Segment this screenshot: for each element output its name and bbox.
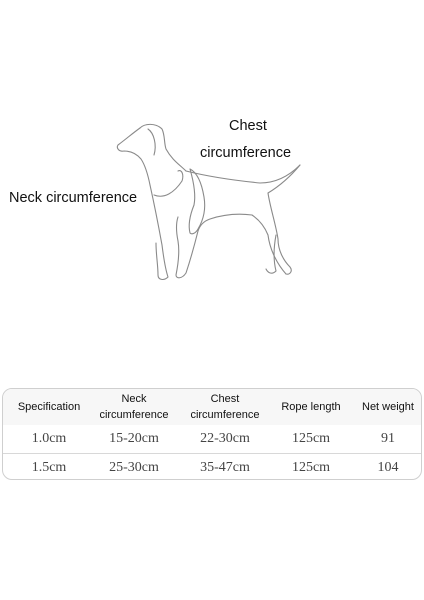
cell-rope-length: 125cm <box>291 460 331 475</box>
cell-neck-circumference: 15-20cm <box>109 431 159 446</box>
chest-circumference-label-line2: circumference <box>200 145 292 161</box>
neck-circumference-label: Neck circumference <box>9 190 138 206</box>
cell-chest-circumference: 22-30cm <box>200 431 250 446</box>
header-net-weight: Net weight <box>362 401 414 413</box>
table-row: 1.0cm 15-20cm 22-30cm 125cm 91 <box>3 425 421 453</box>
cell-net-weight: 104 <box>377 460 399 475</box>
cell-neck-circumference: 25-30cm <box>109 460 159 475</box>
chest-circumference-label: Chest <box>229 118 267 134</box>
cell-specification: 1.5cm <box>31 460 67 475</box>
table-row: 1.5cm 25-30cm 35-47cm 125cm 104 <box>3 453 421 479</box>
dog-outline-illustration <box>116 123 301 280</box>
header-rope-length: Rope length <box>281 401 341 413</box>
header-specification: Specification <box>17 401 81 413</box>
cell-net-weight: 91 <box>381 431 395 446</box>
cell-rope-length: 125cm <box>291 431 331 446</box>
cell-chest-circumference: 35-47cm <box>200 460 250 475</box>
cell-specification: 1.0cm <box>31 431 67 446</box>
